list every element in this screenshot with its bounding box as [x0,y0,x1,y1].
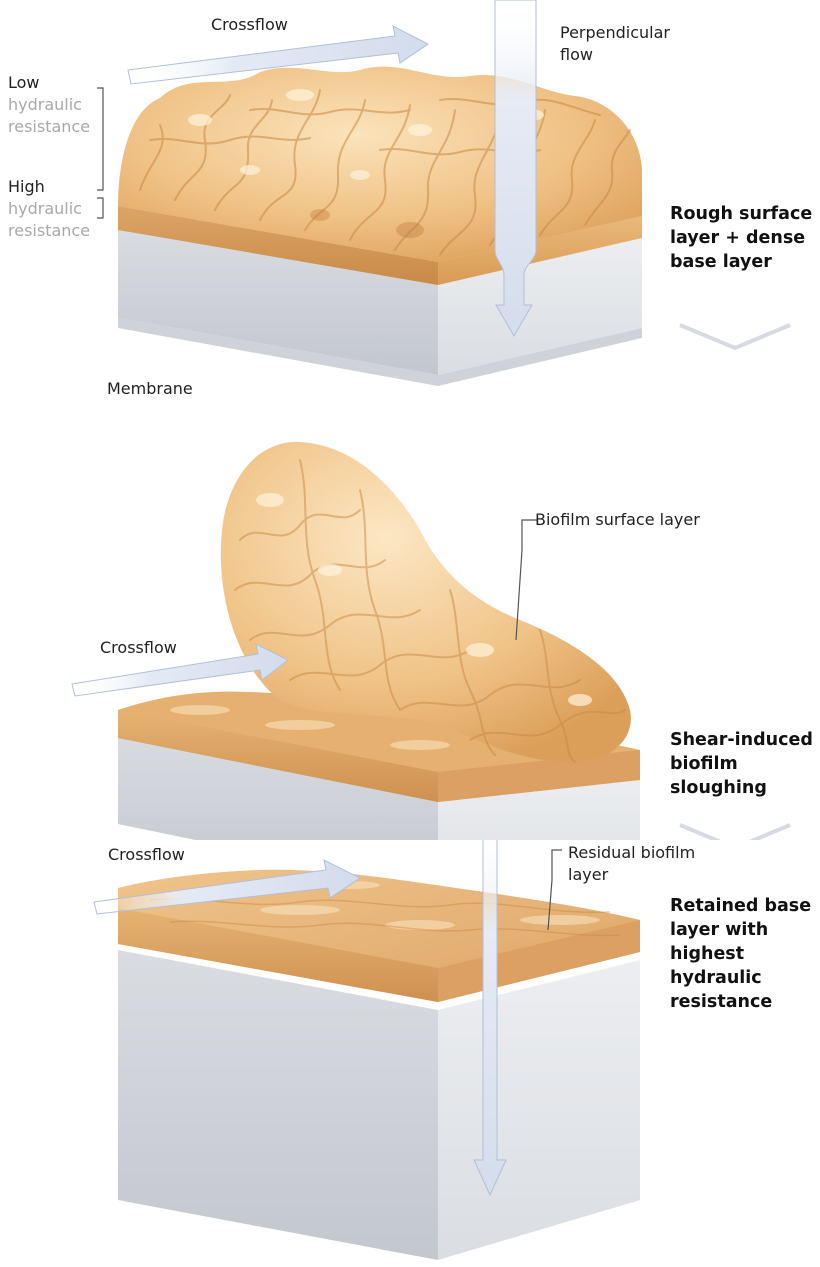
low-label: Low [8,72,40,94]
crossflow-label: Crossflow [100,637,177,659]
high-resistance-label: hydraulic resistance [8,198,93,242]
step-1-caption: Rough surface layer + dense base layer [670,202,815,274]
biofilm-surface-layer-label: Biofilm surface layer [535,509,700,531]
step-3-caption: Retained base layer with highest hydraul… [670,894,820,1014]
membrane-label: Membrane [107,378,193,400]
panel-retained-base: Crossflow Residual biofilm layer Retaine… [0,840,820,1267]
residual-biofilm-layer-label: Residual biofilm layer [568,842,698,886]
high-label: High [8,176,45,198]
next-step-chevron [680,325,790,348]
low-resistance-bracket [97,88,103,190]
crossflow-label: Crossflow [211,14,288,36]
crossflow-label: Crossflow [108,844,185,866]
panel-sloughing: Crossflow Biofilm surface layer Shear-in… [0,420,820,840]
perpendicular-flow-label: Perpendicular flow [560,22,680,66]
step-2-caption: Shear-induced biofilm sloughing [670,728,820,800]
next-step-chevron [680,825,790,840]
high-resistance-bracket [97,198,103,218]
resistance-brackets [97,88,103,218]
membrane-block [118,950,640,1260]
low-resistance-label: hydraulic resistance [8,94,93,138]
panel-rough-surface: Crossflow Perpendicular flow Low hydraul… [0,0,820,420]
